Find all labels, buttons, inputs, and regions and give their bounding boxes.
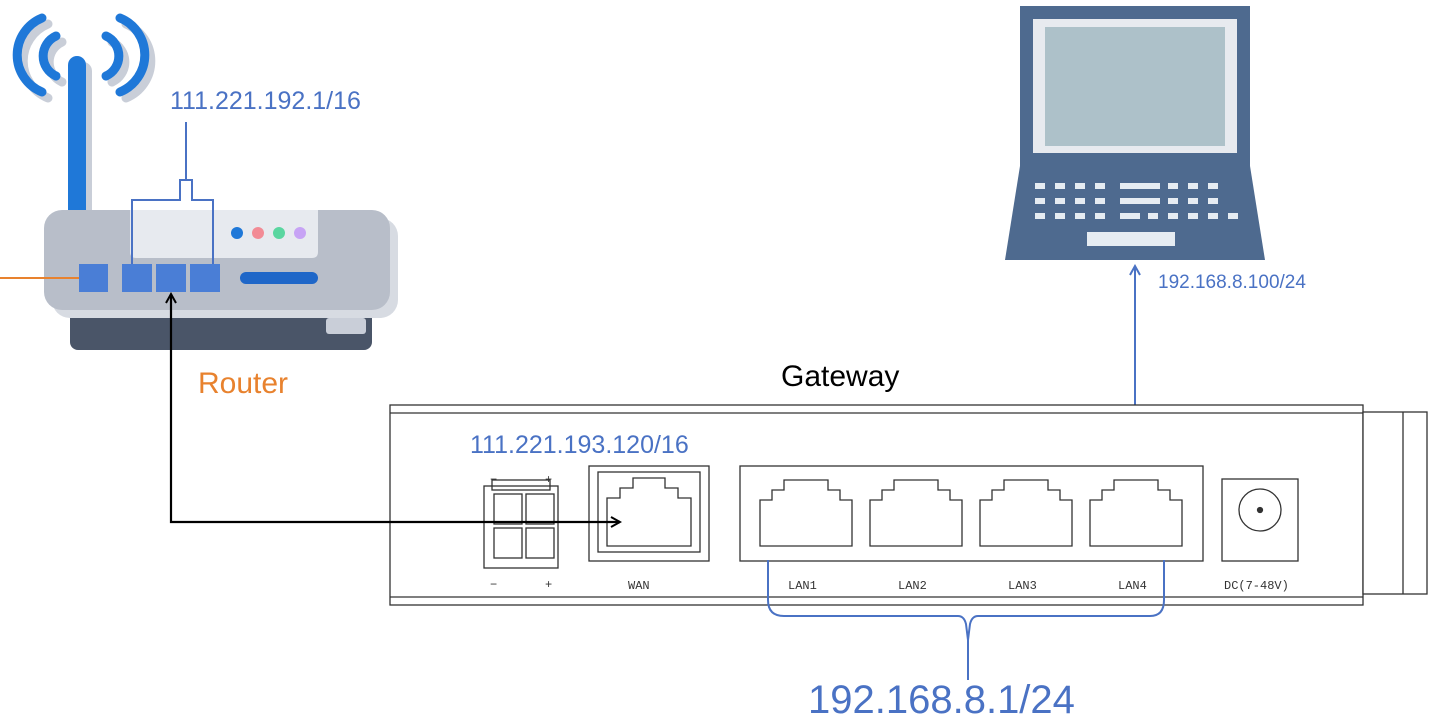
lan3-port-label: LAN3 xyxy=(1008,579,1037,593)
lan3-port xyxy=(979,479,1073,547)
lan-port-group xyxy=(739,465,1204,562)
router-lan-port xyxy=(122,264,152,292)
dc-port-label: DC(7-48V) xyxy=(1224,579,1289,593)
lan1-port-label: LAN1 xyxy=(788,579,817,593)
power-minus-top: − xyxy=(490,473,497,487)
led-icon xyxy=(294,227,306,239)
led-icon xyxy=(273,227,285,239)
gateway-label: Gateway xyxy=(781,360,899,393)
wifi-signal-icon xyxy=(12,13,156,103)
lan4-port xyxy=(1089,479,1183,547)
gateway-lan-ip-label: 192.168.8.1/24 xyxy=(808,678,1075,718)
power-minus-bottom: − xyxy=(490,578,497,592)
router-slot xyxy=(240,272,318,284)
router-lan-port xyxy=(156,264,186,292)
led-icon xyxy=(252,227,264,239)
router-lan-ip-label: 111.221.192.1/16 xyxy=(170,87,361,115)
router-label: Router xyxy=(198,367,288,400)
lan4-port-label: LAN4 xyxy=(1118,579,1147,593)
router-lan-port xyxy=(190,264,220,292)
power-plus-bottom: + xyxy=(545,578,552,592)
laptop-ip-label: 192.168.8.100/24 xyxy=(1158,272,1306,293)
lan2-port xyxy=(869,479,963,547)
router-device xyxy=(12,13,398,350)
router-lan-bracket xyxy=(131,122,214,264)
power-plus-top: + xyxy=(545,473,552,487)
lan2-port-label: LAN2 xyxy=(898,579,927,593)
laptop-icon xyxy=(1005,6,1265,260)
led-icon xyxy=(231,227,243,239)
gateway-lan-bracket xyxy=(767,560,1165,680)
router-wan-link xyxy=(171,294,620,522)
dc-power-jack xyxy=(1221,478,1299,562)
antenna-icon xyxy=(68,56,92,232)
wan-port-label: WAN xyxy=(628,579,650,593)
gateway-wan-ip-label: 111.221.193.120/16 xyxy=(470,431,689,459)
router-uplink-port xyxy=(79,264,108,292)
lan1-port xyxy=(759,479,853,547)
